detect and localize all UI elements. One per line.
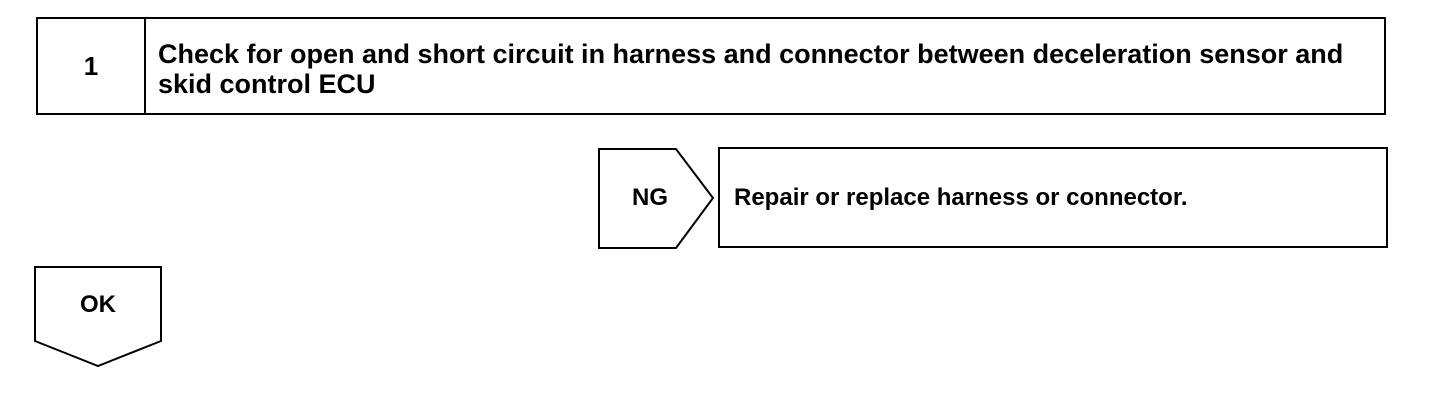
step-title: Check for open and short circuit in harn…: [158, 39, 1344, 99]
ok-label: OK: [80, 291, 116, 318]
ng-arrow-shape: [598, 148, 715, 249]
ng-action-box: Repair or replace harness or connector.: [718, 147, 1388, 248]
step-box: 1 Check for open and short circuit in ha…: [36, 17, 1386, 115]
ok-arrow-shape: [34, 266, 162, 367]
ng-label: NG: [632, 184, 668, 211]
step-number: 1: [38, 19, 146, 113]
ng-action-text: Repair or replace harness or connector.: [734, 183, 1188, 211]
